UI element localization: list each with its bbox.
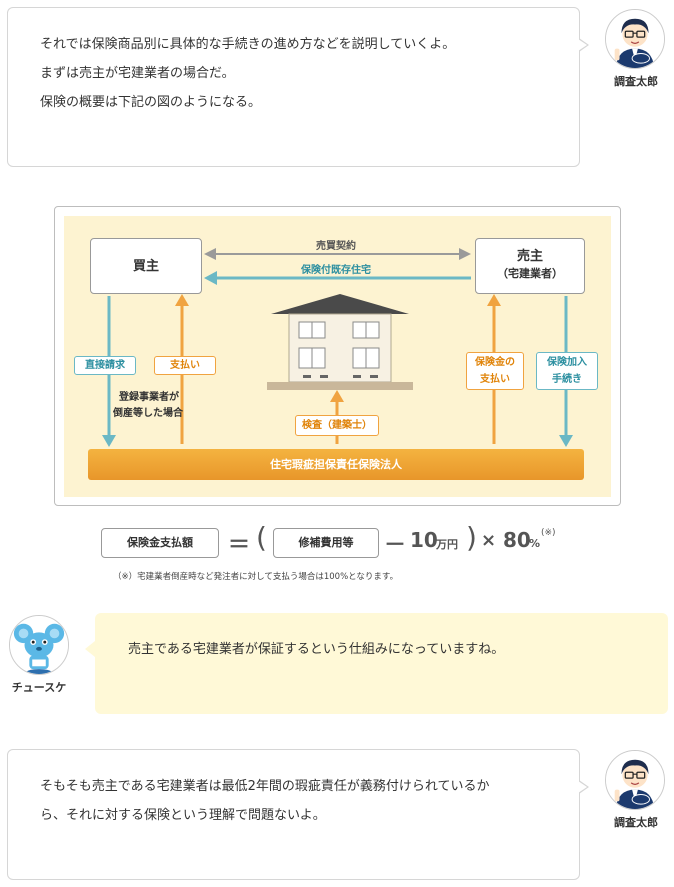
rate-value: 80 (503, 528, 531, 552)
insurance-payment-line-1: 保険金の (475, 357, 515, 368)
seller-sublabel: （宅建業者） (497, 267, 563, 280)
inspection-label: 検査（建築士） (302, 420, 372, 431)
close-paren: ) (466, 521, 477, 554)
deductible-value: 10 (410, 528, 438, 552)
bubble-line: そもそも売主である宅建業者は最低2年間の瑕疵責任が義務付けられているか (40, 779, 490, 794)
equals-sign: ＝ (228, 533, 251, 558)
speaker-name: 調査太郎 (614, 75, 658, 88)
bubble-line: ら、それに対する保険という理解で問題ないよ。 (40, 808, 326, 823)
buyer-box: 買主 (90, 238, 202, 294)
formula-footnote: （※）宅建業者倒産時など発注者に対して支払う場合は100%となります。 (113, 572, 399, 582)
insurance-join-tag: 保険加入 手続き (536, 352, 598, 390)
insurance-join-line-1: 保険加入 (547, 357, 587, 368)
bubble-line: それでは保険商品別に具体的な手続きの進め方などを説明していくよ。 (40, 37, 456, 52)
taro-avatar-block: 調査太郎 (605, 750, 667, 830)
bubble-line: 保険の概要は下記の図のようになる。 (40, 95, 262, 110)
speech-bubble-taro-1: それでは保険商品別に具体的な手続きの進め方などを説明していくよ。 まずは売主が宅… (7, 7, 589, 167)
speech-bubble-taro-2: そもそも売主である宅建業者は最低2年間の瑕疵責任が義務付けられているか ら、それ… (7, 749, 589, 880)
payment-tag: 支払い (154, 356, 216, 375)
buyer-label: 買主 (132, 259, 159, 274)
direct-claim-tag: 直接請求 (74, 356, 136, 375)
payout-box: 保険金支払額 (101, 528, 219, 558)
mouse-avatar-icon (9, 615, 69, 675)
rate-unit: % (529, 537, 541, 550)
seller-label: 売主 (516, 249, 543, 264)
speech-bubble-chusuke: 売主である宅建業者が保証するという仕組みになっていますね。 (85, 613, 668, 714)
bubble-line: まずは売主が宅建業者の場合だ。 (40, 66, 235, 81)
bankrupt-note-line-1: 登録事業者が (119, 392, 179, 403)
note-mark: (※) (541, 528, 556, 538)
taro-avatar-block: 調査太郎 (605, 9, 667, 89)
insurer-label: 住宅瑕疵担保責任保険法人 (270, 458, 402, 471)
insurer-bar: 住宅瑕疵担保責任保険法人 (88, 449, 584, 480)
seller-box: 売主 （宅建業者） (475, 238, 585, 294)
speaker-name: 調査太郎 (614, 816, 658, 829)
taro-avatar-icon (605, 9, 665, 69)
chusuke-avatar-block: チュースケ (6, 615, 72, 695)
insured-house-label: 保険付既存住宅 (301, 265, 371, 276)
deductible-unit: 万円 (436, 538, 458, 551)
insurance-join-line-2: 手続き (552, 374, 582, 385)
taro-avatar-icon (605, 750, 665, 810)
repair-cost-box: 修補費用等 (273, 528, 379, 558)
repair-cost-label: 修補費用等 (298, 536, 354, 549)
minus-sign: － (384, 533, 407, 558)
payout-label: 保険金支払額 (127, 536, 193, 549)
house-icon (267, 294, 413, 390)
direct-claim-label: 直接請求 (85, 360, 125, 371)
insurance-payment-line-2: 支払い (480, 374, 510, 385)
insurance-payment-tag: 保険金の 支払い (466, 352, 524, 390)
bankrupt-note-line-2: 倒産等した場合 (113, 408, 183, 419)
speaker-name: チュースケ (11, 681, 67, 694)
inspection-tag: 検査（建築士） (295, 415, 379, 436)
sale-contract-label: 売買契約 (316, 241, 356, 252)
payment-label: 支払い (170, 360, 200, 371)
open-paren: ( (256, 521, 267, 554)
bubble-line: 売主である宅建業者が保証するという仕組みになっていますね。 (128, 642, 505, 657)
times-sign: × (481, 530, 497, 551)
